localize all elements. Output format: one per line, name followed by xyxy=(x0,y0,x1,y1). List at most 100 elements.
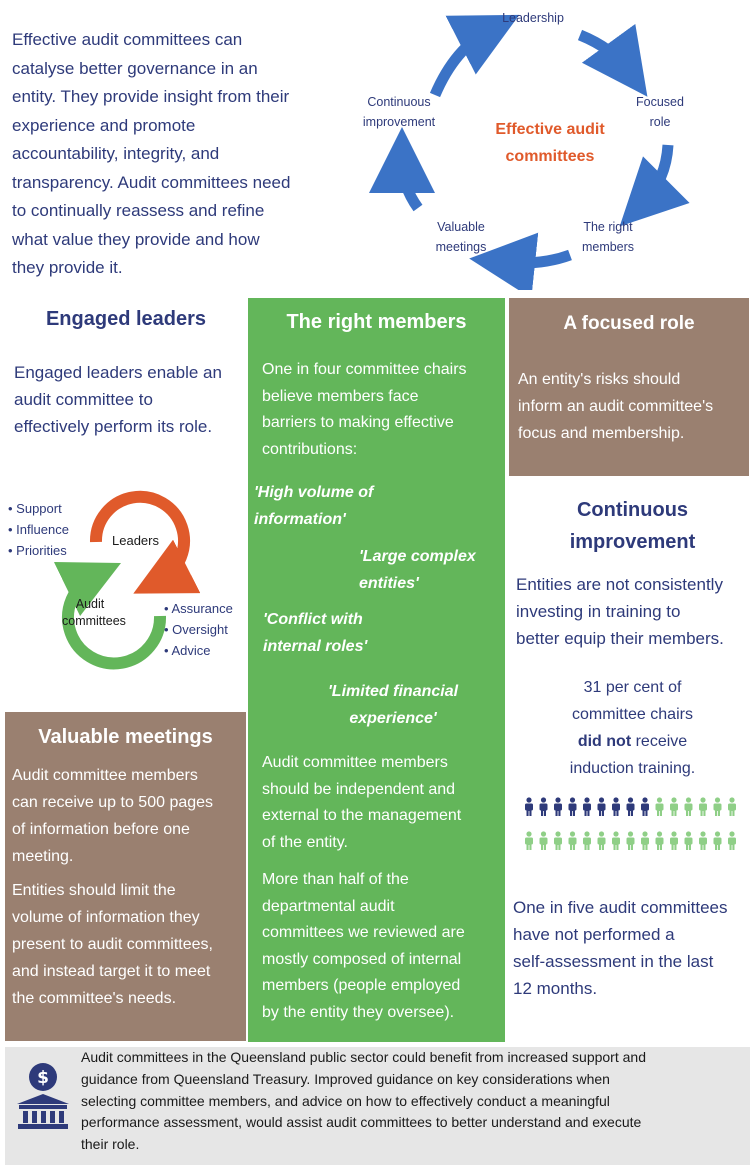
label-line: committees xyxy=(62,614,126,628)
intro-paragraph: Effective audit committees can catalyse … xyxy=(12,26,342,283)
bullet-item: • Support xyxy=(8,501,62,516)
person-icon xyxy=(539,831,548,850)
intro-line: accountability, integrity, and xyxy=(12,144,220,163)
leaders-rings xyxy=(53,490,201,670)
svg-text:$: $ xyxy=(37,1068,49,1088)
title-line: Continuous xyxy=(576,499,689,521)
person-icon xyxy=(699,831,707,850)
footer-line: their role. xyxy=(81,1136,140,1153)
right-members-panel: The right members One in four committee … xyxy=(248,298,505,1042)
leaders-label: Leaders xyxy=(112,533,159,548)
person-icon xyxy=(699,797,707,816)
title-line: improvement xyxy=(569,531,696,553)
committees-bullets: • Assurance • Oversight • Advice xyxy=(164,598,233,661)
stat-line: induction training. xyxy=(569,760,696,777)
self-assessment-text: One in five audit committees have not pe… xyxy=(513,894,753,1002)
person-icon xyxy=(554,831,562,850)
label-line: Audit xyxy=(75,597,105,611)
text-line: should be independent and xyxy=(262,780,456,798)
bullet-item: • Advice xyxy=(164,643,211,658)
text-line: focus and membership. xyxy=(518,425,685,442)
text-line: of information before one xyxy=(12,821,190,838)
intro-line: experience and promote xyxy=(12,115,196,135)
stat-line: did not receive xyxy=(510,728,755,755)
leaders-committees-diagram: Leaders Audit committees • Support • Inf… xyxy=(0,490,250,680)
quote-limited-financial: 'Limited financial experience' xyxy=(328,679,458,732)
arrow-bottom xyxy=(469,232,572,290)
cycle-center-line: Effective audit xyxy=(495,121,605,138)
engaged-leaders-title: Engaged leaders xyxy=(45,308,207,330)
quote-high-volume: 'High volume of information' xyxy=(254,480,373,533)
person-icon xyxy=(626,831,635,850)
committees-label: Audit committees xyxy=(62,596,126,630)
continuous-improvement-title: Continuous improvement xyxy=(510,494,755,558)
quote-line: 'Conflict with xyxy=(263,611,363,628)
person-icon xyxy=(684,831,693,850)
bullet-item: • Priorities xyxy=(8,543,67,558)
person-icon xyxy=(583,831,591,850)
quote-large-complex: 'Large complex entities' xyxy=(359,544,476,597)
engaged-leaders-text: Engaged leaders enable an audit committe… xyxy=(14,359,246,440)
person-icon xyxy=(597,797,606,816)
right-members-para2: More than half of the departmental audit… xyxy=(262,867,502,1026)
bullet-item: • Influence xyxy=(8,522,69,537)
text-line: barriers to making effective xyxy=(262,414,454,431)
intro-line: what value they provide and how xyxy=(12,229,260,249)
people-pictograph xyxy=(524,797,744,857)
text-line: More than half of the xyxy=(262,871,409,888)
text-line: have not performed a xyxy=(513,925,675,944)
text-line: Audit committee members xyxy=(262,754,448,771)
text-line: Entities should limit the xyxy=(12,882,176,899)
footer-line: Audit committees in the Queensland publi… xyxy=(81,1049,646,1065)
footer-callout: $ Audit committees in the Queensland pub… xyxy=(5,1047,750,1165)
text-line: An entity's risks should xyxy=(518,371,681,388)
text-line: can receive up to 500 pages xyxy=(12,794,214,811)
cycle-label-line: Valuable xyxy=(437,220,485,234)
intro-line: transparency. Audit committees need xyxy=(12,172,291,192)
cycle-label-line: members xyxy=(581,240,635,254)
arrow-left xyxy=(369,127,436,212)
bank-dollar-icon: $ xyxy=(17,1063,69,1129)
intro-line: they provide it. xyxy=(12,258,123,277)
footer-line: guidance from Queensland Treasury. Impro… xyxy=(81,1070,610,1087)
people-svg xyxy=(525,797,736,850)
person-icon xyxy=(583,797,591,816)
person-icon xyxy=(655,797,664,816)
person-icon xyxy=(670,831,678,850)
arrow-top-left xyxy=(429,14,520,98)
text-line: contributions: xyxy=(262,440,358,458)
induction-stat: 31 per cent of committee chairs did not … xyxy=(510,674,755,782)
intro-line: Effective audit committees can xyxy=(12,30,243,49)
text-line: external to the management xyxy=(262,807,462,824)
arrow-right xyxy=(619,144,690,227)
bullet-item: • Oversight xyxy=(164,622,228,637)
text-line: meeting. xyxy=(12,848,74,865)
quote-line: internal roles' xyxy=(263,637,368,655)
text-line: volume of information they xyxy=(12,909,200,926)
intro-line: catalyse better governance in an xyxy=(12,58,258,78)
text-line: better equip their members. xyxy=(516,629,724,648)
valuable-meetings-para1: Audit committee members can receive up t… xyxy=(12,762,244,870)
right-members-para1: Audit committee members should be indepe… xyxy=(262,750,502,856)
cycle-label-line: meetings xyxy=(435,240,487,254)
leaders-bullets: • Support • Influence • Priorities xyxy=(8,498,69,561)
text-line: Entities are not consistently xyxy=(516,575,723,594)
quote-line: experience' xyxy=(349,709,437,727)
committees-ring xyxy=(53,562,167,670)
person-icon xyxy=(525,831,533,850)
cycle-center-title: Effective audit committees xyxy=(465,116,635,170)
valuable-meetings-panel: Valuable meetings Audit committee member… xyxy=(5,712,246,1041)
intro-line: to continually reassess and refine xyxy=(12,201,265,220)
text-line: 12 months. xyxy=(513,979,598,998)
arrow-top-right xyxy=(577,23,648,97)
text-line: believe members face xyxy=(262,387,419,405)
text-line: inform an audit committee's xyxy=(518,398,714,415)
person-icon xyxy=(684,797,693,816)
person-icon xyxy=(728,831,736,850)
text-line: by the entity they oversee). xyxy=(262,1003,455,1021)
intro-line: entity. They provide insight from their xyxy=(12,87,290,106)
cycle-label-right-members: The right members xyxy=(572,217,644,257)
person-icon xyxy=(670,797,678,816)
text-line: mostly composed of internal xyxy=(262,950,462,968)
right-members-title: The right members xyxy=(286,311,467,333)
